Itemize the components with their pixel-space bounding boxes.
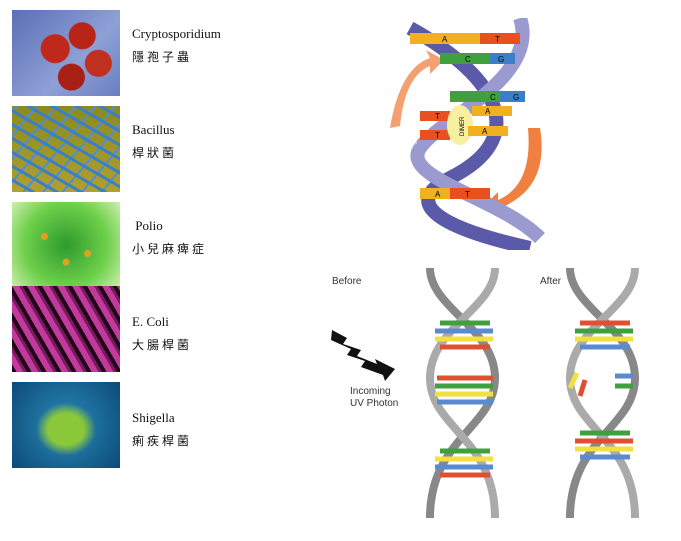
- dna-after: [565, 268, 640, 518]
- rotation-arrow-left: [390, 50, 444, 128]
- base-label: T: [465, 190, 470, 199]
- organism-label: Polio 小兒麻痺症: [132, 218, 207, 257]
- after-label: After: [540, 276, 562, 287]
- organism-label: Bacillus 桿狀菌: [132, 122, 177, 161]
- base-label: A: [482, 127, 488, 136]
- organism-name-zh: 痢疾桿菌: [132, 434, 193, 448]
- dimer-label: DIMER: [460, 116, 466, 136]
- organism-name: Polio: [132, 218, 163, 233]
- dna-backbone: [406, 21, 532, 250]
- organism-label: Shigella 痢疾桿菌: [132, 410, 192, 449]
- base-label: C: [490, 93, 496, 102]
- cryptosporidium-image: [12, 10, 120, 96]
- polio-image: [12, 202, 120, 288]
- organism-name: Bacillus: [132, 122, 175, 137]
- base-label: T: [435, 112, 440, 121]
- dna-backbone: [410, 18, 545, 244]
- organism-name: Shigella: [132, 410, 175, 425]
- organism-name: Cryptosporidium: [132, 26, 221, 41]
- base-label: G: [513, 93, 519, 102]
- before-label: Before: [332, 276, 362, 287]
- base-label: A: [485, 107, 491, 116]
- organism-name-zh: 大腸桿菌: [132, 338, 193, 352]
- dna-before: [425, 268, 500, 518]
- organism-name-zh: 隱孢子蟲: [132, 50, 193, 64]
- bacillus-image: [12, 106, 120, 192]
- shigella-image: [12, 382, 120, 468]
- organism-name: E. Coli: [132, 314, 169, 329]
- base-label: C: [465, 55, 471, 64]
- base-label: A: [442, 35, 448, 44]
- organism-name-zh: 桿狀菌: [132, 146, 178, 160]
- organism-label: E. Coli 大腸桿菌: [132, 314, 192, 353]
- uv-photon-arrow: [331, 330, 395, 381]
- base-label: G: [498, 55, 504, 64]
- base-label: A: [435, 190, 441, 199]
- ecoli-image: [12, 286, 120, 372]
- organism-name-zh: 小兒麻痺症: [132, 242, 208, 256]
- base-label: T: [495, 35, 500, 44]
- organism-label: Cryptosporidium 隱孢子蟲: [132, 26, 221, 65]
- base-label: T: [435, 131, 440, 140]
